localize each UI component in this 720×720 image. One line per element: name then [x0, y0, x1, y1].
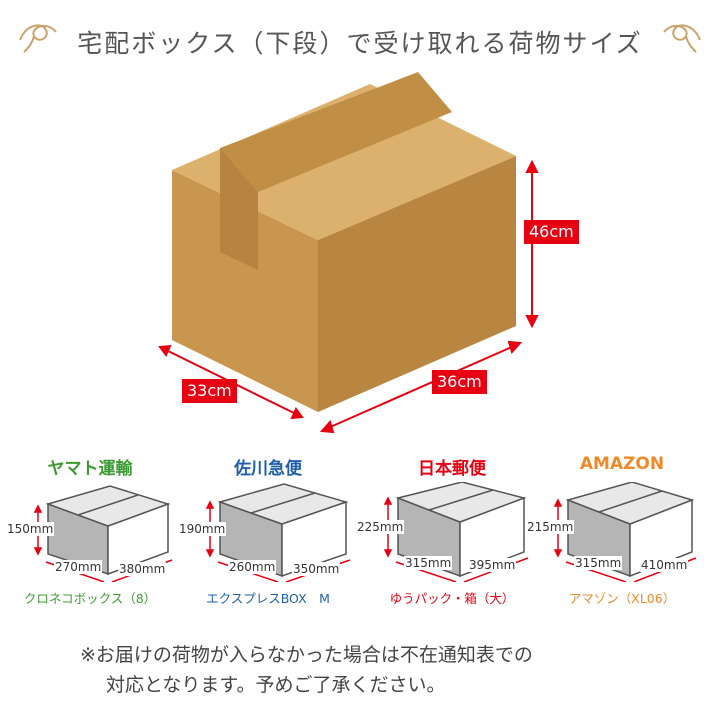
note-line-2: 対応となります。予めご了承ください。: [106, 674, 446, 696]
package-box-icon: [383, 482, 529, 582]
ribbon-ornament-icon: [663, 24, 701, 53]
depth-label: 260mm: [228, 560, 277, 574]
depth-label: 315mm: [404, 556, 453, 570]
height-label: 150mm: [6, 522, 55, 536]
carrier-amazon: AMAZON 215mm 315mm 410mm アマゾン（XL06）: [526, 448, 712, 618]
width-label: 380mm: [118, 562, 167, 576]
product-name: アマゾン（XL06）: [568, 591, 676, 606]
package-box-icon: [205, 483, 351, 582]
carrier-sagawa: 佐川急便 190mm 260mm 350mm エクスプレスBOX M: [178, 448, 358, 618]
cardboard-box-icon: [158, 72, 539, 434]
note-line-1: ※お届けの荷物が入らなかった場合は不在通知表での: [80, 644, 533, 666]
carrier-name: AMAZON: [579, 454, 665, 474]
height-label: 225mm: [356, 520, 405, 534]
package-box-icon: [33, 485, 173, 582]
height-label: 190mm: [178, 522, 227, 536]
width-label: 395mm: [468, 558, 517, 572]
width-label: 350mm: [292, 562, 341, 576]
carrier-name: 日本郵便: [418, 459, 486, 479]
header: 宅配ボックス（下段）で受け取れる荷物サイズ: [0, 10, 720, 66]
product-name: エクスプレスBOX M: [206, 591, 330, 606]
hero-depth-label: 33cm: [182, 379, 237, 403]
product-name: ゆうパック・箱（大）: [389, 591, 515, 606]
page-title: 宅配ボックス（下段）で受け取れる荷物サイズ: [77, 29, 643, 58]
width-label: 410mm: [640, 558, 689, 572]
product-name: クロネコボックス（8）: [23, 591, 157, 606]
carrier-yamato: ヤマト運輸 150mm 270mm 380mm クロネコボックス（8）: [0, 448, 180, 618]
hero-height-label: 46cm: [524, 220, 579, 244]
depth-label: 270mm: [54, 560, 103, 574]
height-label: 215mm: [526, 520, 575, 534]
carrier-name: 佐川急便: [234, 459, 302, 479]
hero-box-illustration: 46cm 33cm 36cm: [0, 70, 720, 440]
hero-width-label: 36cm: [432, 370, 487, 394]
depth-label: 315mm: [574, 556, 623, 570]
ribbon-ornament-icon: [19, 24, 57, 53]
carrier-japan-post: 日本郵便 225mm 315mm 395mm ゆうパック・箱（大）: [356, 448, 542, 618]
delivery-note: ※お届けの荷物が入らなかった場合は不在通知表での 対応となります。予めご了承くだ…: [80, 640, 680, 700]
carrier-name: ヤマト運輸: [47, 459, 133, 479]
